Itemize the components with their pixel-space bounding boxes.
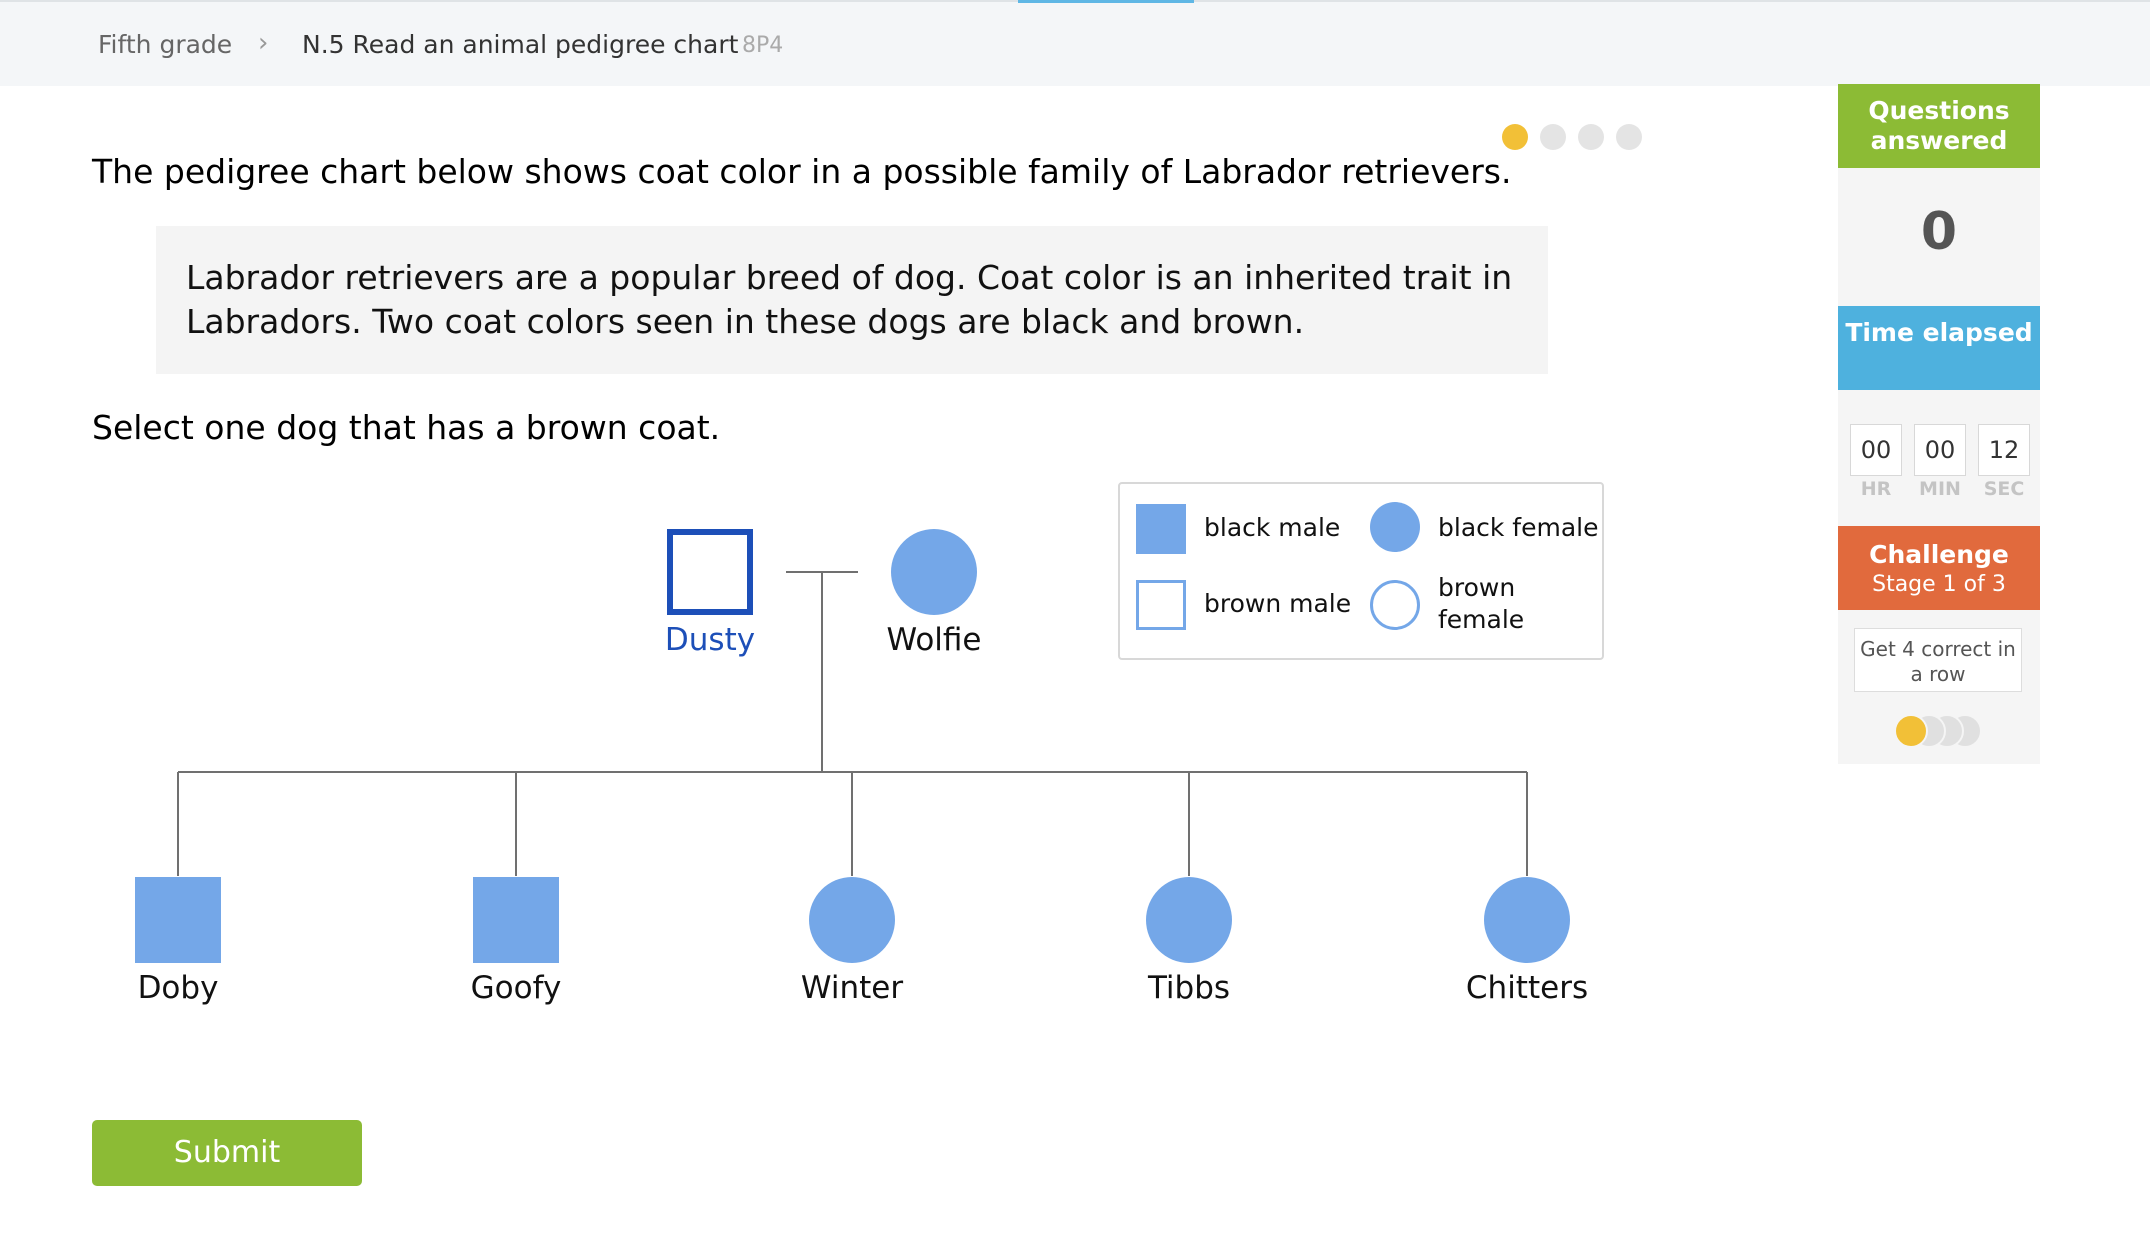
info-text: Labrador retrievers are a popular breed … <box>186 258 1513 341</box>
questions-answered-header: Questions answered <box>1838 84 2040 168</box>
progress-dot <box>1540 124 1566 150</box>
progress-dot <box>1502 124 1528 150</box>
dog-label-tibbs[interactable]: Tibbs <box>1147 970 1231 1006</box>
dog-label-chitters[interactable]: Chitters <box>1465 970 1589 1006</box>
challenge-header: Challenge Stage 1 of 3 <box>1838 526 2040 610</box>
top-bar: Fifth grade › N.5 Read an animal pedigre… <box>0 0 2150 86</box>
dog-symbol-wolfie[interactable] <box>891 529 977 615</box>
sidebar: Questions answered 0 Time elapsed 00 00 … <box>1838 84 2040 764</box>
streak-dot <box>1894 714 1928 748</box>
legend-black-male: black male <box>1204 513 1341 542</box>
progress-dot <box>1616 124 1642 150</box>
dog-symbol-doby[interactable] <box>135 877 221 963</box>
dog-label-wolfie[interactable]: Wolfie <box>886 622 982 658</box>
timer-hours-label: HR <box>1860 478 1892 500</box>
black-female-symbol <box>1370 502 1420 552</box>
dog-label-doby[interactable]: Doby <box>137 970 219 1006</box>
timer-minutes-label: MIN <box>1919 478 1961 500</box>
timer-minutes: 00 <box>1914 424 1966 476</box>
dog-symbol-goofy[interactable] <box>473 877 559 963</box>
timer-hours: 00 <box>1850 424 1902 476</box>
brown-male-symbol <box>1136 580 1186 630</box>
legend-brown-female: brown female <box>1438 573 1525 634</box>
info-box: Labrador retrievers are a popular breed … <box>156 226 1548 374</box>
dog-symbol-dusty[interactable] <box>667 529 753 615</box>
question-prompt: Select one dog that has a brown coat. <box>92 408 721 447</box>
breadcrumb-skill: N.5 Read an animal pedigree chart <box>302 30 739 59</box>
pedigree-lines <box>177 571 1528 876</box>
progress-dot <box>1578 124 1604 150</box>
timer-seconds: 12 <box>1978 424 2030 476</box>
challenge-title: Challenge <box>1869 540 2009 569</box>
dog-symbol-winter[interactable] <box>809 877 895 963</box>
timer-seconds-label: SEC <box>1983 478 2025 500</box>
submit-button[interactable]: Submit <box>92 1120 362 1186</box>
legend-brown-male: brown male <box>1204 589 1352 618</box>
pedigree-legend: black male black female brown male brown… <box>1118 482 1604 660</box>
questions-answered-count: 0 <box>1920 202 1958 262</box>
brown-female-symbol <box>1370 580 1420 630</box>
time-elapsed-header: Time elapsed <box>1838 306 2040 390</box>
dog-symbol-tibbs[interactable] <box>1146 877 1232 963</box>
top-accent <box>1018 0 1194 3</box>
dog-label-winter[interactable]: Winter <box>800 970 904 1006</box>
question-intro: The pedigree chart below shows coat colo… <box>92 152 1512 191</box>
dog-symbol-chitters[interactable] <box>1484 877 1570 963</box>
legend-black-female: black female <box>1438 513 1599 542</box>
dog-label-goofy[interactable]: Goofy <box>470 970 562 1006</box>
chevron-right-icon: › <box>258 28 269 58</box>
challenge-goal: Get 4 correct in a row <box>1854 628 2022 692</box>
pedigree-chart <box>135 529 1570 963</box>
challenge-stage: Stage 1 of 3 <box>1872 572 2006 597</box>
skill-code: 8P4 <box>742 33 784 58</box>
breadcrumb-grade[interactable]: Fifth grade <box>98 30 233 59</box>
black-male-symbol <box>1136 504 1186 554</box>
dog-label-dusty[interactable]: Dusty <box>664 622 756 658</box>
